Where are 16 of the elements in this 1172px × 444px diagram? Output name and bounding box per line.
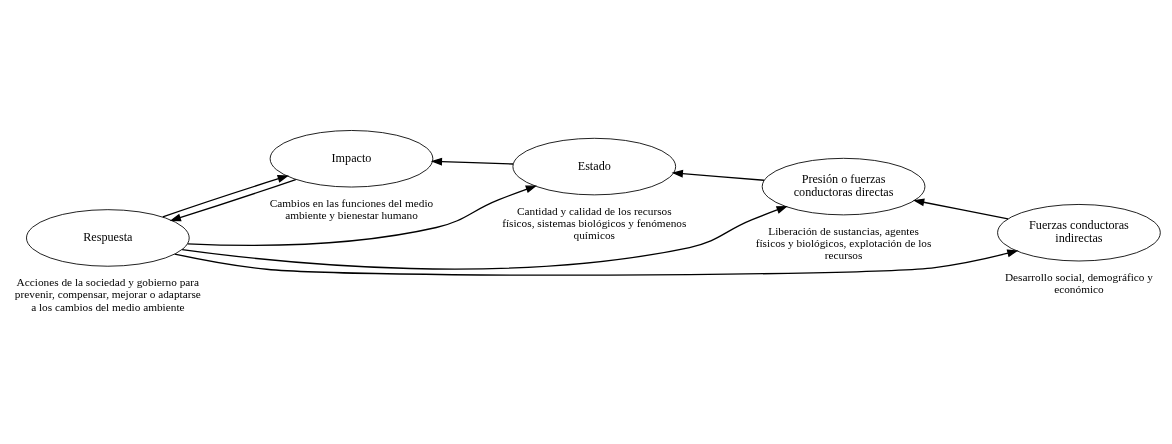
arrow: [181, 205, 788, 270]
node-label: Desarrollo social, demográfico y económico: [1004, 270, 1153, 295]
arrow: [912, 197, 1009, 220]
node-ellipse: Fuerzas conductoras indirectas: [997, 203, 1161, 261]
arrow: [174, 248, 1019, 276]
node-label: Acciones de la sociedad y gobierno para prevenir, compensar, mejorar o adaptarse a los cambios del medio ambiente: [14, 275, 201, 313]
arrow: [186, 184, 538, 246]
node-ellipse: Impacto: [269, 129, 434, 187]
arrow: [162, 174, 289, 218]
arrow: [430, 157, 514, 166]
node-label: Liberación de sustancias, agentes físicos y biológicos, explotación de los recursos: [755, 224, 932, 261]
node-label: Cambios en las funciones del medio ambiente y bienestar humano: [269, 196, 434, 221]
node-ellipse: Respuesta: [26, 208, 190, 267]
node-label: Cantidad y calidad de los recursos físicos, sistemas biológicos y fenómenos químicos: [502, 204, 687, 241]
arrow: [169, 178, 297, 221]
arrow: [671, 169, 765, 181]
